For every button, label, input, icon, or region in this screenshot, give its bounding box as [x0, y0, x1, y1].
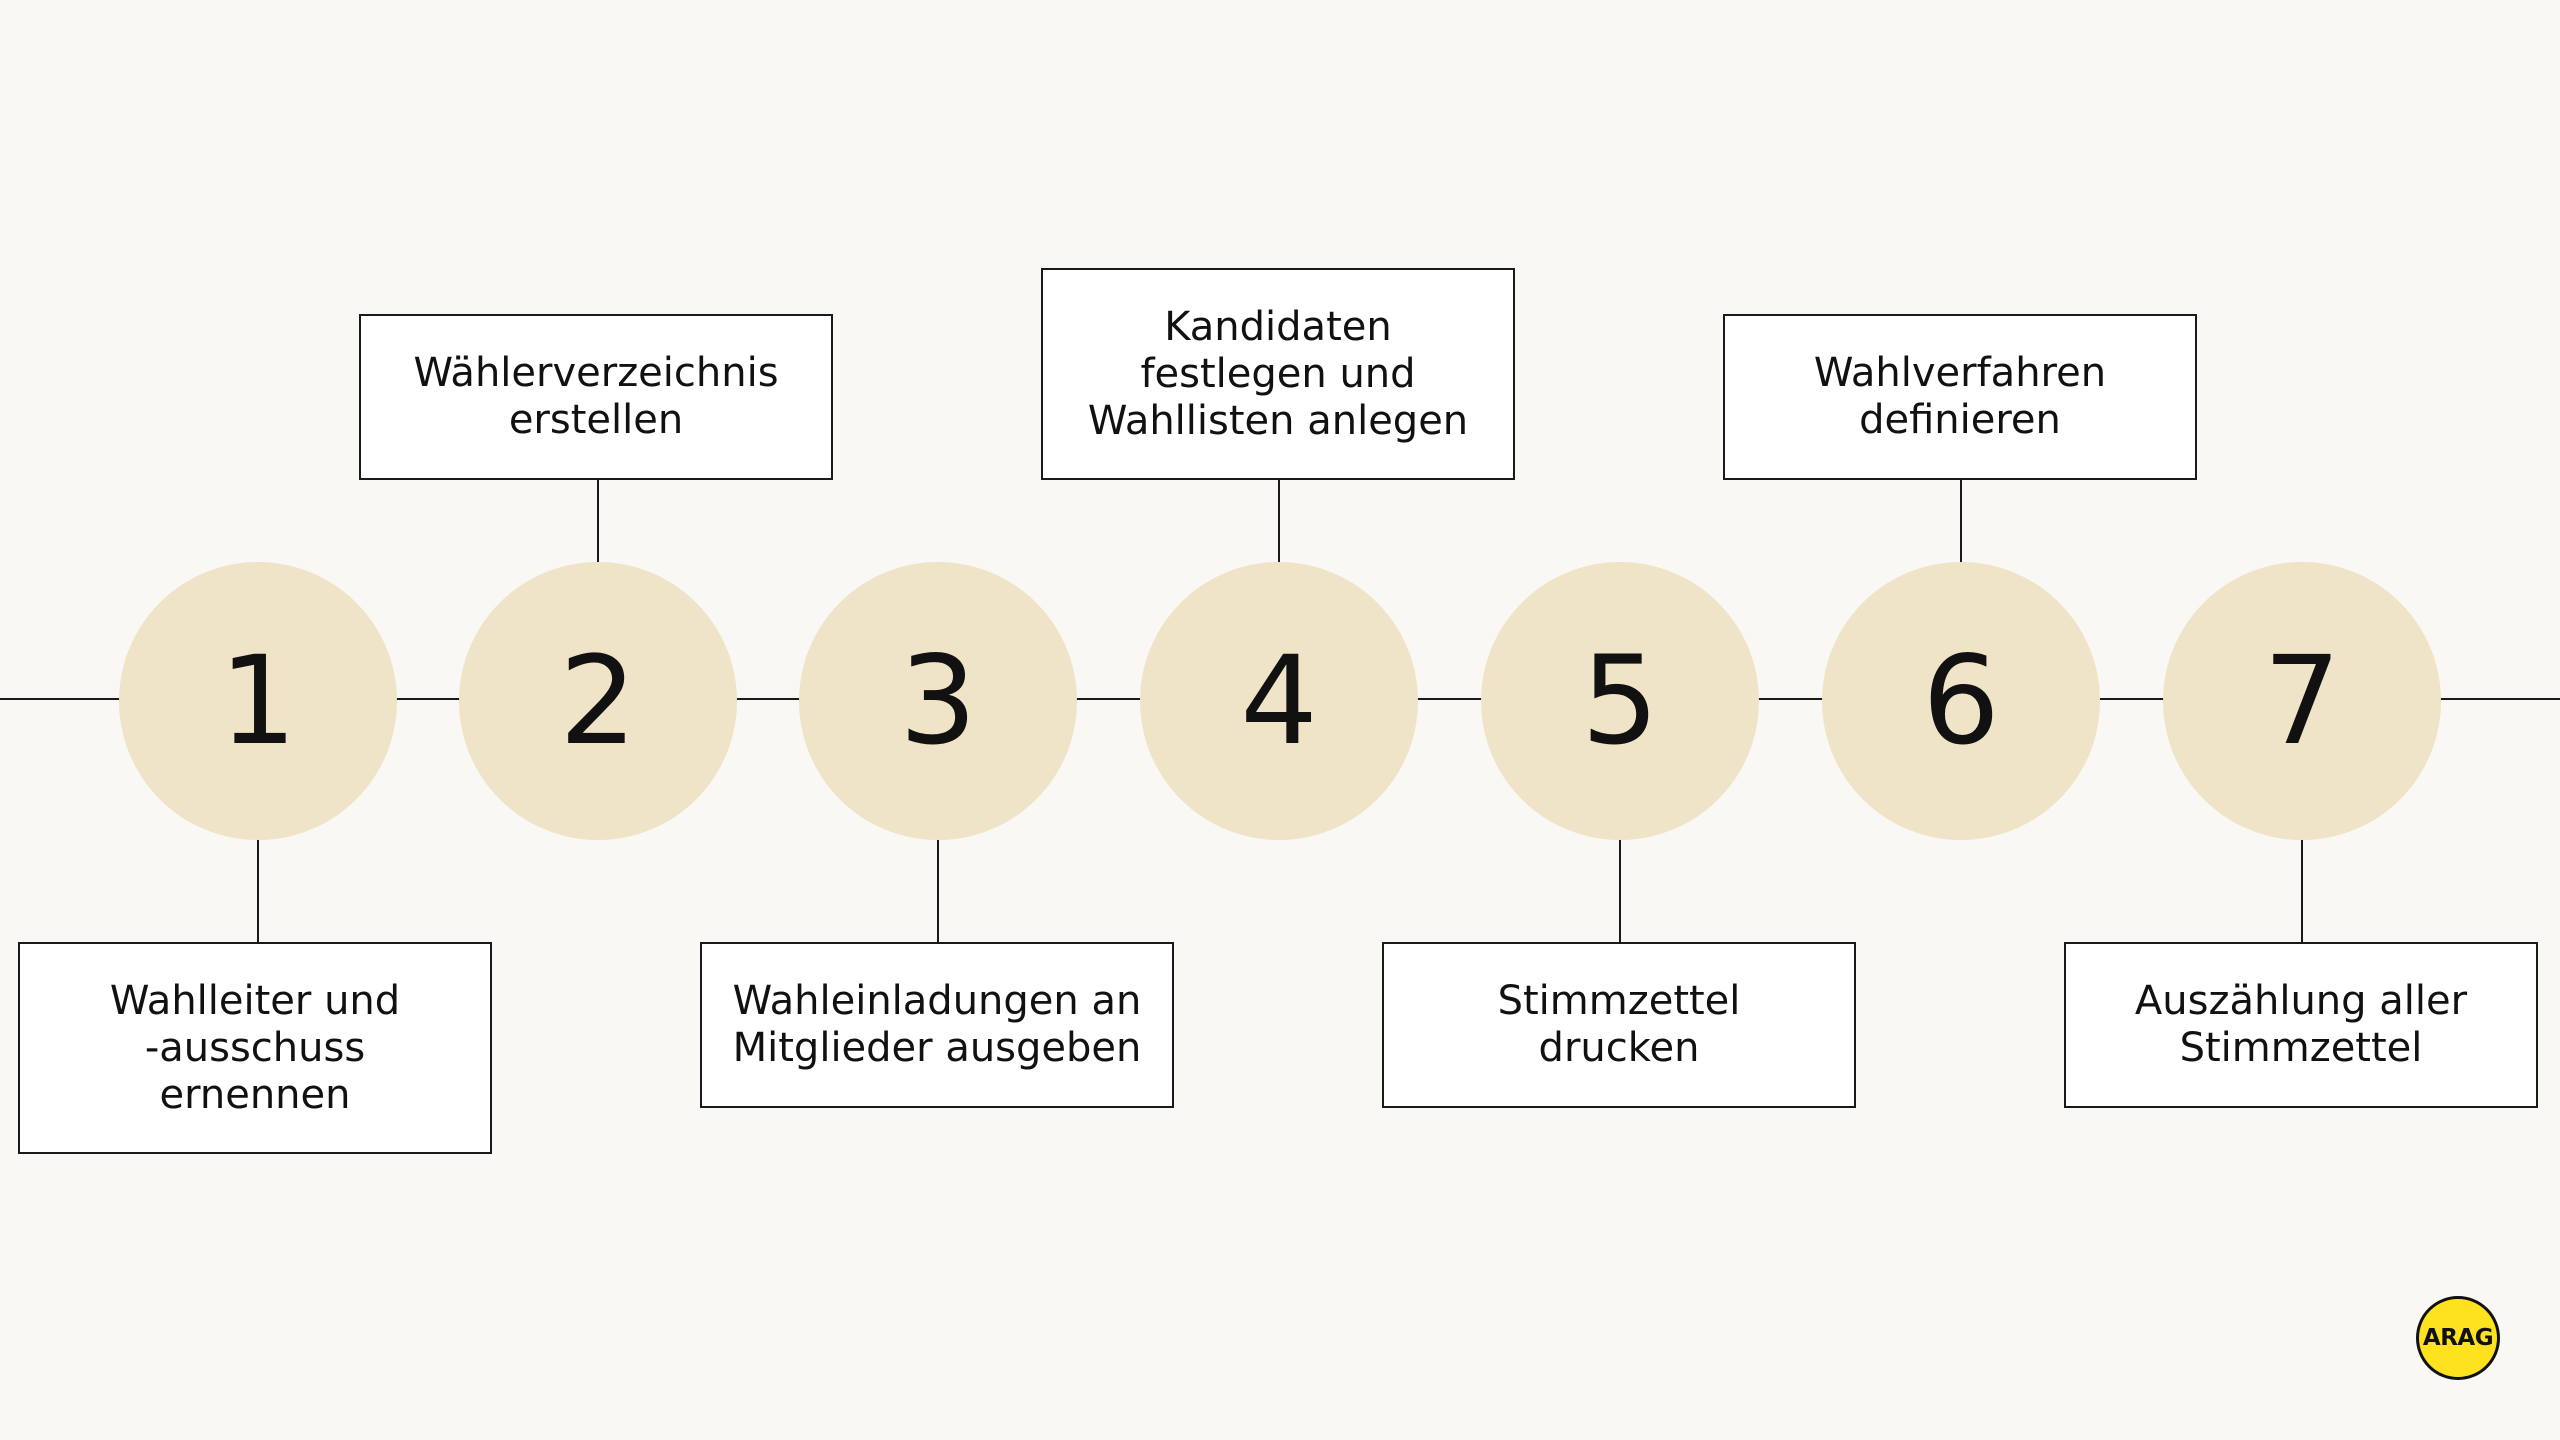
step-label-box-4: Kandidaten festlegen und Wahllisten anle…	[1041, 268, 1515, 480]
connector-1	[257, 838, 259, 942]
step-number: 3	[899, 630, 977, 772]
step-label-box-6: Wahlverfahren definieren	[1723, 314, 2197, 480]
arag-logo: ARAG	[2416, 1296, 2500, 1380]
step-label: Stimmzettel drucken	[1497, 978, 1741, 1071]
step-label-box-3: Wahleinladungen an Mitglieder ausgeben	[700, 942, 1174, 1108]
connector-5	[1619, 838, 1621, 942]
step-circle-6: 6	[1822, 562, 2100, 840]
step-number: 6	[1922, 630, 2000, 772]
step-number: 2	[559, 630, 637, 772]
step-label: Wahlleiter und -ausschuss ernennen	[109, 977, 401, 1118]
step-circle-2: 2	[459, 562, 737, 840]
step-label-box-5: Stimmzettel drucken	[1382, 942, 1856, 1108]
step-label: Wählerverzeichnis erstellen	[413, 350, 779, 443]
step-number: 7	[2263, 630, 2341, 772]
step-label: Wahleinladungen an Mitglieder ausgeben	[732, 978, 1142, 1071]
connector-6	[1960, 480, 1962, 562]
logo-text: ARAG	[2422, 1325, 2494, 1351]
step-label-box-1: Wahlleiter und -ausschuss ernennen	[18, 942, 492, 1154]
step-number: 4	[1240, 630, 1318, 772]
step-label-box-2: Wählerverzeichnis erstellen	[359, 314, 833, 480]
step-number: 5	[1581, 630, 1659, 772]
step-label: Auszählung aller Stimmzettel	[2134, 978, 2468, 1071]
step-label: Wahlverfahren definieren	[1813, 350, 2107, 443]
connector-4	[1278, 480, 1280, 562]
step-circle-3: 3	[799, 562, 1077, 840]
step-circle-5: 5	[1481, 562, 1759, 840]
step-circle-7: 7	[2163, 562, 2441, 840]
step-label-box-7: Auszählung aller Stimmzettel	[2064, 942, 2538, 1108]
step-label: Kandidaten festlegen und Wahllisten anle…	[1087, 303, 1469, 444]
step-circle-4: 4	[1140, 562, 1418, 840]
step-number: 1	[219, 630, 297, 772]
connector-3	[937, 838, 939, 942]
connector-2	[597, 480, 599, 562]
step-circle-1: 1	[119, 562, 397, 840]
connector-7	[2301, 838, 2303, 942]
